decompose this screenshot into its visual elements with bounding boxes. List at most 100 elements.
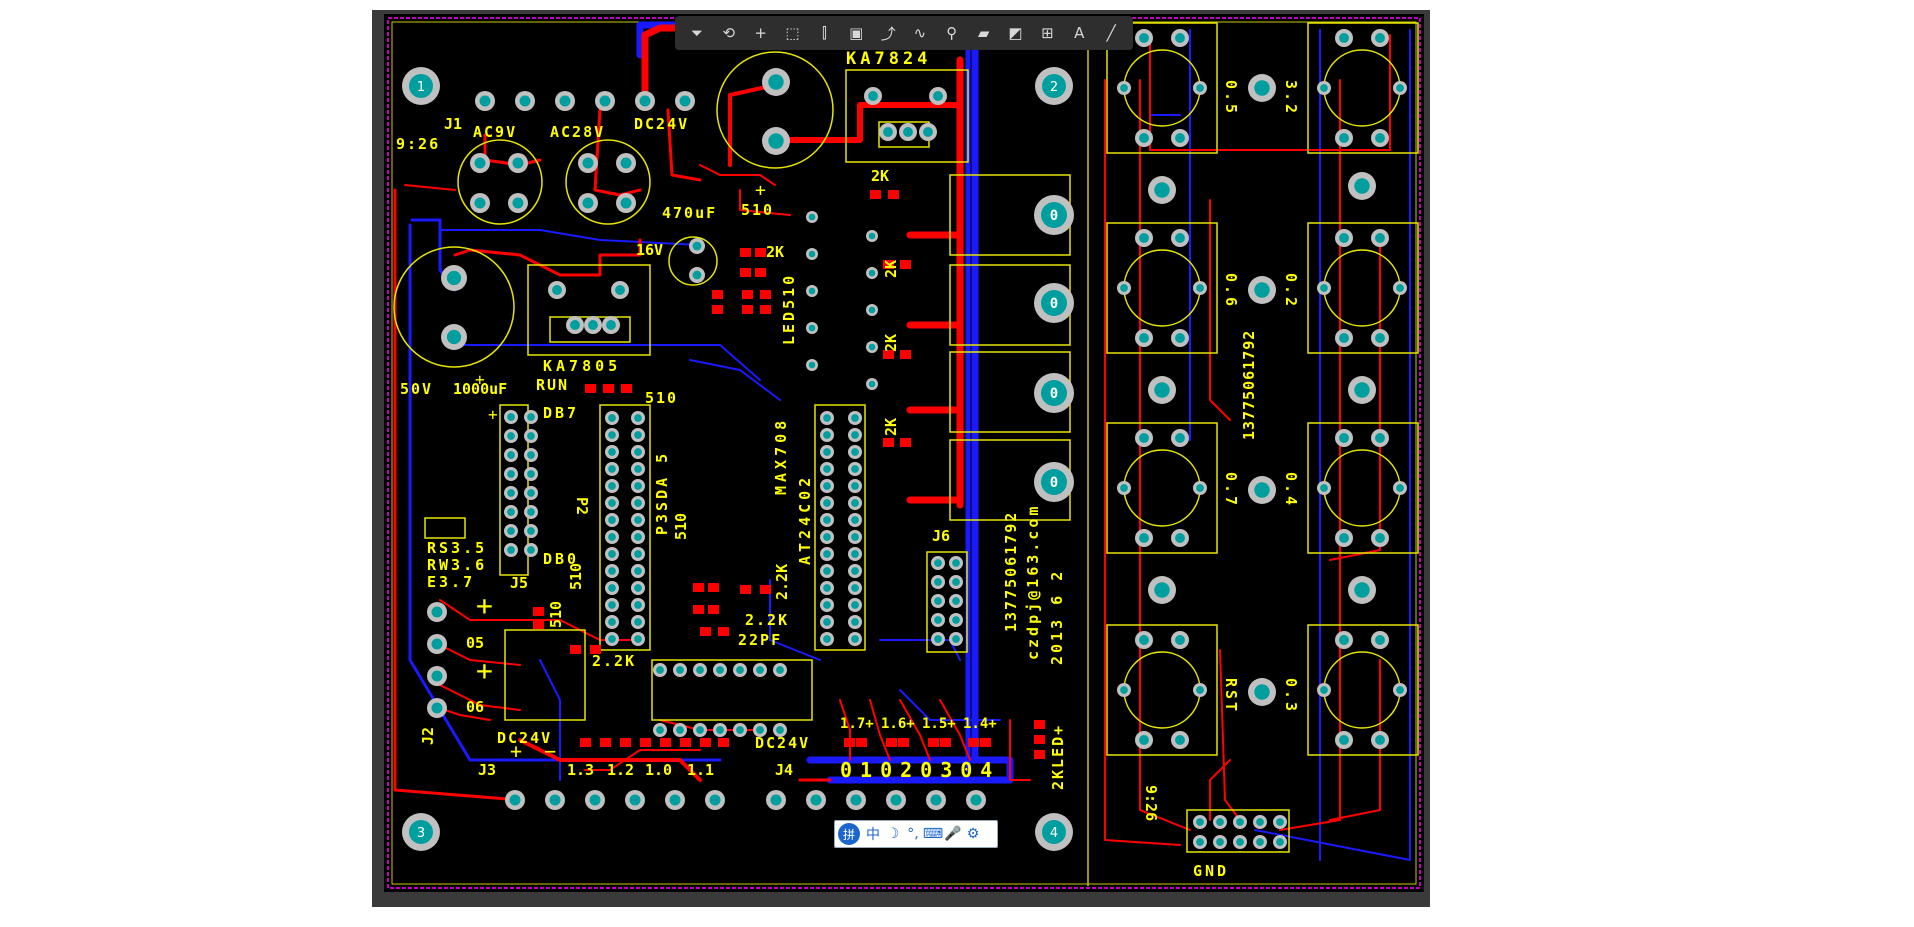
smd-pad xyxy=(980,738,991,747)
through-hole-pad xyxy=(919,123,937,141)
smd-pad xyxy=(585,384,596,393)
through-hole-pad xyxy=(1135,129,1153,147)
label-50v: 50V xyxy=(400,380,433,398)
through-hole-pad xyxy=(1135,229,1153,247)
through-hole-pad xyxy=(762,127,790,155)
through-hole-pad xyxy=(806,322,818,334)
smd-pad xyxy=(968,738,979,747)
through-hole-pad xyxy=(653,723,667,737)
ime-keyboard-icon[interactable]: ⌨ xyxy=(922,826,944,842)
text-tool-button[interactable]: A xyxy=(1074,24,1085,42)
through-hole-pad xyxy=(820,496,834,510)
component-tool-button[interactable]: ▣ xyxy=(849,24,864,42)
label-ac28v: AC28V xyxy=(550,123,605,141)
filter-tool-button[interactable]: ⏷ xyxy=(690,24,703,42)
through-hole-pad xyxy=(578,153,598,173)
align-tool-button[interactable]: ⫿ xyxy=(821,24,827,42)
through-hole-pad xyxy=(524,467,538,481)
label-06: 06 xyxy=(466,698,484,716)
through-hole-pad xyxy=(1193,835,1207,849)
through-hole-pad xyxy=(1233,835,1247,849)
svg-text:+: + xyxy=(476,589,493,622)
select-rect-tool-button[interactable]: ⬚ xyxy=(785,24,800,42)
through-hole-pad xyxy=(820,530,834,544)
through-hole-pad xyxy=(631,547,645,561)
through-hole-pad xyxy=(555,91,575,111)
smd-pad xyxy=(883,438,894,447)
through-hole-pad xyxy=(605,479,619,493)
pcb-toolbar: ⏷ ⟲ + ⬚ ⫿ ▣ ⤴ ∿ ⚲ ▰ ◩ ⊞ A ╱ xyxy=(675,16,1133,50)
ime-logo-icon[interactable]: 拼 xyxy=(838,823,860,845)
through-hole-pad xyxy=(475,91,495,111)
pad-tool-button[interactable]: ⚲ xyxy=(946,24,958,42)
top-copper-traces xyxy=(393,24,1391,846)
mount-hole-4-label: 4 xyxy=(1050,826,1058,841)
through-hole-pad xyxy=(1371,329,1389,347)
smd-pad xyxy=(603,384,614,393)
through-hole-pad xyxy=(929,87,947,105)
smd-pad xyxy=(844,738,855,747)
through-hole-pad xyxy=(848,598,862,612)
smd-pad xyxy=(1034,750,1045,759)
through-hole-pad xyxy=(605,445,619,459)
through-hole-pad xyxy=(631,462,645,476)
label-ka7805: KA7805 xyxy=(543,357,621,375)
through-hole-pad xyxy=(1248,476,1276,504)
through-hole-pad xyxy=(820,411,834,425)
svg-text:+: + xyxy=(476,654,493,687)
through-hole-pad xyxy=(1248,678,1276,706)
through-hole-pad xyxy=(427,602,447,622)
label-2k-c: 2K xyxy=(882,334,900,352)
through-hole-pad xyxy=(673,663,687,677)
through-hole-pad xyxy=(1348,172,1376,200)
svg-text:+: + xyxy=(488,405,498,424)
through-hole-pad xyxy=(1335,429,1353,447)
through-hole-pad xyxy=(524,486,538,500)
label-510-c: 510 xyxy=(672,513,690,540)
ime-chinese-icon[interactable]: 中 xyxy=(866,827,880,843)
terminal-0-label-b: 0 xyxy=(1050,296,1058,312)
through-hole-pad xyxy=(1171,229,1189,247)
through-hole-pad xyxy=(713,723,727,737)
ime-half-width-icon[interactable]: ☽ xyxy=(886,826,900,842)
ime-punctuation-icon[interactable]: °, xyxy=(907,826,919,842)
through-hole-pad xyxy=(733,723,747,737)
svg-text:+: + xyxy=(755,180,766,201)
polygon-tool-button[interactable]: ▰ xyxy=(977,24,990,42)
dimension-tool-button[interactable]: ⊞ xyxy=(1041,24,1054,42)
label-p3sda: P3SDA 5 xyxy=(653,451,671,535)
interactive-route-tool-button[interactable]: ⤴ xyxy=(880,24,896,43)
through-hole-pad xyxy=(1348,576,1376,604)
through-hole-pad xyxy=(524,524,538,538)
through-hole-pad xyxy=(689,267,705,283)
label-j6: J6 xyxy=(932,527,950,545)
ime-voice-icon[interactable]: 🎤 xyxy=(944,826,962,842)
line-tool-button[interactable]: ╱ xyxy=(1106,24,1116,42)
label-max708: MAX708 xyxy=(772,417,790,495)
route-tool-button[interactable]: ⟲ xyxy=(722,24,736,42)
through-hole-pad xyxy=(1213,815,1227,829)
smd-pad xyxy=(742,305,753,314)
through-hole-pad xyxy=(625,790,645,810)
through-hole-pad xyxy=(1171,631,1189,649)
through-hole-pad xyxy=(864,87,882,105)
diff-pair-tool-button[interactable]: ∿ xyxy=(913,24,927,42)
through-hole-pad xyxy=(1135,329,1153,347)
through-hole-pad xyxy=(773,663,787,677)
through-hole-pad xyxy=(427,666,447,686)
smd-pad xyxy=(660,738,671,747)
mount-hole-3-label: 3 xyxy=(417,826,425,841)
ime-settings-icon[interactable]: ⚙ xyxy=(966,826,980,842)
through-hole-pad xyxy=(605,615,619,629)
through-hole-pad xyxy=(631,496,645,510)
through-hole-pad xyxy=(820,445,834,459)
keepout-tool-button[interactable]: ◩ xyxy=(1008,24,1023,42)
label-0-7: 0.7 xyxy=(1222,472,1240,508)
label-j4: J4 xyxy=(775,761,793,779)
through-hole-pad xyxy=(504,524,518,538)
through-hole-pad xyxy=(653,663,667,677)
crosshair-tool-button[interactable]: + xyxy=(754,24,767,42)
through-hole-pad xyxy=(504,505,518,519)
label-470uf: 470uF xyxy=(662,204,717,222)
